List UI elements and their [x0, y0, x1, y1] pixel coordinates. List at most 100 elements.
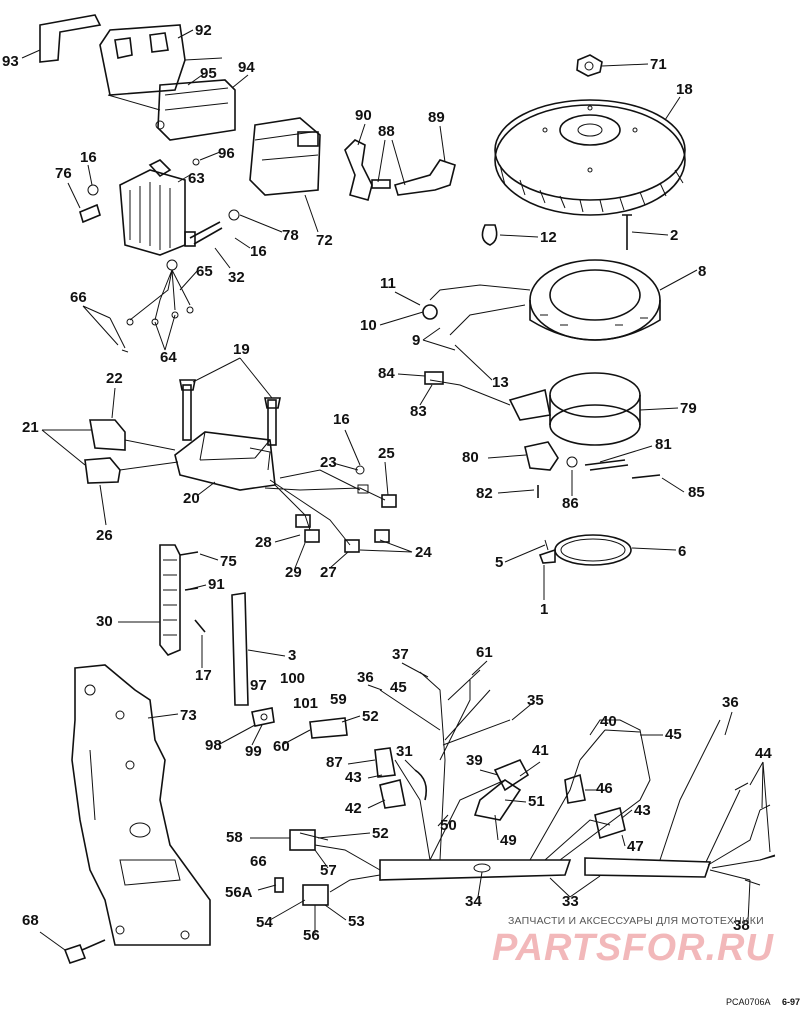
callout-99: 99 [245, 743, 262, 760]
callout-32: 32 [228, 269, 245, 286]
callout-96: 96 [218, 145, 235, 162]
callout-66: 66 [70, 289, 87, 306]
callout-56a: 56A [225, 884, 253, 901]
callout-85: 85 [688, 484, 705, 501]
callout-94: 94 [238, 59, 255, 76]
callout-25: 25 [378, 445, 395, 462]
callout-100: 100 [280, 670, 305, 687]
callout-17: 17 [195, 667, 212, 684]
callout-63: 63 [188, 170, 205, 187]
callout-38: 38 [733, 917, 750, 934]
callout-88: 88 [378, 123, 395, 140]
callout-92: 92 [195, 22, 212, 39]
connectors-21 [84, 419, 179, 484]
callout-43a: 43 [345, 769, 362, 786]
callout-43b: 43 [634, 802, 651, 819]
callout-2: 2 [670, 227, 678, 244]
bolt-68 [63, 939, 106, 965]
callout-39: 39 [466, 752, 483, 769]
callout-56: 56 [303, 927, 320, 944]
callout-40: 40 [600, 713, 617, 730]
small-fittings [251, 707, 275, 727]
callout-5: 5 [495, 554, 503, 571]
callout-54: 54 [256, 914, 273, 931]
ignition-coil [249, 117, 321, 196]
callout-34: 34 [465, 893, 482, 910]
callout-73: 73 [180, 707, 197, 724]
callout-41: 41 [532, 742, 549, 759]
callout-51: 51 [528, 793, 545, 810]
callout-97: 97 [250, 677, 267, 694]
callout-90: 90 [355, 107, 372, 124]
flywheel-nut [576, 54, 603, 77]
callout-46: 46 [596, 780, 613, 797]
callout-59: 59 [330, 691, 347, 708]
callout-28: 28 [255, 534, 272, 551]
callout-101: 101 [293, 695, 318, 712]
callout-98: 98 [205, 737, 222, 754]
callout-8: 8 [698, 263, 706, 280]
callout-58: 58 [226, 829, 243, 846]
callout-16a: 16 [80, 149, 97, 166]
callout-81: 81 [655, 436, 672, 453]
callout-42: 42 [345, 800, 362, 817]
callout-53: 53 [348, 913, 365, 930]
flywheel [494, 99, 686, 216]
rail [231, 592, 249, 706]
callout-83: 83 [410, 403, 427, 420]
linkage-parts [524, 441, 661, 498]
bolts-top [79, 158, 240, 247]
callout-93: 93 [2, 53, 19, 70]
callout-16b: 16 [250, 243, 267, 260]
callout-52b: 52 [372, 825, 389, 842]
callout-10: 10 [360, 317, 377, 334]
callout-71: 71 [650, 56, 667, 73]
callout-6: 6 [678, 543, 686, 560]
callout-9: 9 [412, 332, 420, 349]
screw-and-clamp [481, 214, 632, 250]
date-code: 6-97 [782, 997, 800, 1007]
callout-89: 89 [428, 109, 445, 126]
callout-84: 84 [378, 365, 395, 382]
callout-22: 22 [106, 370, 123, 387]
callout-20: 20 [183, 490, 200, 507]
callout-27: 27 [320, 564, 337, 581]
callout-36a: 36 [357, 669, 374, 686]
callout-66b: 66 [250, 853, 267, 870]
callout-35: 35 [527, 692, 544, 709]
callout-18: 18 [676, 81, 693, 98]
callout-65: 65 [196, 263, 213, 280]
callout-50: 50 [440, 817, 457, 834]
callout-3: 3 [288, 647, 296, 664]
callout-64: 64 [160, 349, 177, 366]
callout-21: 21 [22, 419, 39, 436]
watermark-logo: PARTSFOR.RU [492, 927, 774, 969]
callout-36b: 36 [722, 694, 739, 711]
callout-60: 60 [273, 738, 290, 755]
pack-leads [264, 465, 397, 553]
callout-24: 24 [415, 544, 432, 561]
callout-37: 37 [392, 646, 409, 663]
callout-11: 11 [380, 275, 396, 292]
callout-87: 87 [326, 754, 343, 771]
callout-33: 33 [562, 893, 579, 910]
stator [422, 259, 661, 341]
callout-57: 57 [320, 862, 337, 879]
regulator [109, 159, 194, 353]
callout-68: 68 [22, 912, 39, 929]
callout-45a: 45 [390, 679, 407, 696]
callout-19: 19 [233, 341, 250, 358]
callout-16c: 16 [333, 411, 350, 428]
watermark-subtitle: ЗАПЧАСТИ И АКСЕССУАРЫ ДЛЯ МОТОТЕХНИКИ [508, 915, 764, 927]
callout-80: 80 [462, 449, 479, 466]
callout-82: 82 [476, 485, 493, 502]
callout-29: 29 [285, 564, 302, 581]
callout-75: 75 [220, 553, 237, 570]
retaining-ring [538, 534, 632, 566]
callout-47: 47 [627, 838, 644, 855]
callout-26: 26 [96, 527, 113, 544]
callout-12: 12 [540, 229, 557, 246]
callout-1: 1 [540, 601, 548, 618]
callout-31: 31 [396, 743, 413, 760]
